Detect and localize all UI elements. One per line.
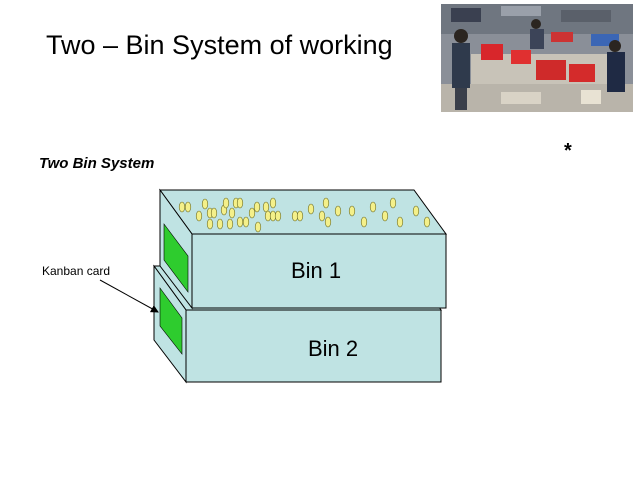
part-item — [248, 207, 256, 219]
bin-1-front — [191, 233, 447, 309]
kanban-card-bin-2 — [159, 287, 183, 355]
part-item — [201, 198, 209, 210]
part-item — [412, 205, 420, 217]
part-item — [269, 197, 277, 209]
part-item — [381, 210, 389, 222]
part-item — [360, 216, 368, 228]
part-item — [195, 210, 203, 222]
diagram-subtitle: Two Bin System — [39, 155, 155, 172]
part-item — [423, 216, 431, 228]
part-item — [178, 201, 186, 213]
part-item — [274, 210, 282, 222]
part-item — [210, 207, 218, 219]
bin-2-front — [185, 309, 442, 383]
kanban-arrow — [99, 279, 159, 313]
part-item — [226, 218, 234, 230]
part-item — [254, 221, 262, 233]
part-item — [296, 210, 304, 222]
part-item — [222, 197, 230, 209]
part-item — [307, 203, 315, 215]
part-item — [396, 216, 404, 228]
bin-2-label: Bin 2 — [308, 336, 359, 361]
part-item — [216, 218, 224, 230]
part-item — [348, 205, 356, 217]
asterisk-mark: * — [564, 140, 572, 162]
part-item — [184, 201, 192, 213]
bin-1-parts — [178, 197, 431, 233]
slide-title: Two – Bin System of working — [46, 30, 393, 60]
factory-photo-image — [441, 4, 633, 112]
part-item — [369, 201, 377, 213]
part-item — [236, 197, 244, 209]
part-item — [236, 216, 244, 228]
part-item — [389, 197, 397, 209]
bin-1-label: Bin 1 — [291, 258, 342, 283]
part-item — [242, 216, 250, 228]
part-item — [253, 201, 261, 213]
part-item — [334, 205, 342, 217]
part-item — [318, 210, 326, 222]
part-item — [322, 197, 330, 209]
part-item — [324, 216, 332, 228]
part-item — [262, 201, 270, 213]
factory-photo — [441, 4, 633, 112]
part-item — [228, 207, 236, 219]
kanban-card-label: Kanban card — [42, 264, 111, 278]
kanban-card-bin-1 — [163, 223, 189, 293]
part-item — [206, 218, 214, 230]
bin-1-top — [159, 189, 447, 235]
